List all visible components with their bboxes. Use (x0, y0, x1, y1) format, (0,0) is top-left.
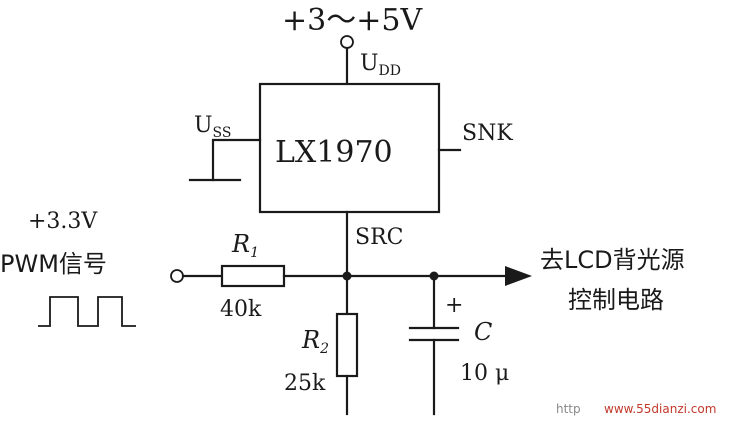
pwm-waveform-icon (38, 296, 136, 327)
pin-udd-label: UDD (360, 51, 401, 79)
cap-name-label: C (474, 318, 492, 346)
pin-uss-label: USS (194, 113, 231, 141)
pin-src-label: SRC (355, 225, 403, 250)
r2-value-label: 25k (284, 371, 326, 396)
r2-name-label: R2 (301, 326, 329, 357)
input-terminal (170, 269, 184, 283)
resistor-r2 (335, 312, 359, 378)
watermark-text: www.55dianzi.com (604, 402, 716, 416)
output-arrow-icon (505, 266, 532, 286)
supply-voltage-label: +3～+5V (282, 3, 423, 38)
input-voltage-label: +3.3V (28, 209, 98, 234)
input-signal-label: PWM信号 (0, 250, 107, 278)
resistor-r1 (220, 264, 286, 288)
chip-name-label: LX1970 (275, 135, 393, 170)
uss-wire (211, 138, 262, 182)
pin-snk-label: SNK (462, 121, 513, 146)
watermark-prefix: http (556, 402, 581, 416)
chip-lx1970 (258, 82, 441, 214)
r1-value-label: 40k (220, 297, 262, 322)
cap-polarity-label: + (445, 293, 463, 318)
output-label-line2: 控制电路 (568, 286, 664, 314)
output-label-line1: 去LCD背光源 (540, 246, 685, 274)
cap-value-label: 10 μ (460, 361, 509, 386)
r1-name-label: R1 (231, 230, 259, 261)
